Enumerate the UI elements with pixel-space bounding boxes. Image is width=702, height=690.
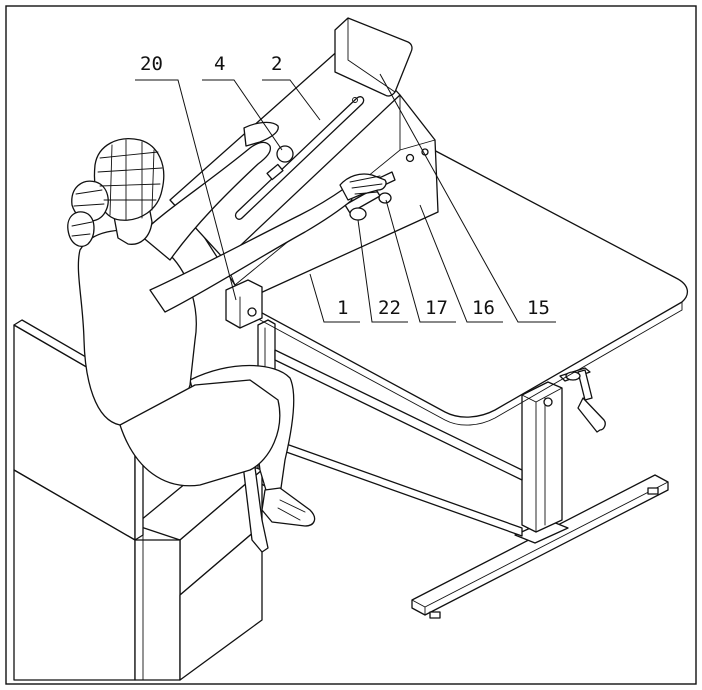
label-17: 17 bbox=[425, 297, 448, 319]
label-2: 2 bbox=[271, 53, 282, 75]
label-15: 15 bbox=[527, 297, 550, 319]
reference-labels: 20 4 2 1 22 17 16 15 bbox=[135, 53, 556, 323]
label-16: 16 bbox=[472, 297, 495, 319]
drawing-frame bbox=[5, 5, 697, 685]
seated-person bbox=[67, 121, 387, 553]
label-22: 22 bbox=[378, 297, 401, 319]
label-20: 20 bbox=[140, 53, 163, 75]
label-1: 1 bbox=[337, 297, 348, 319]
label-4: 4 bbox=[214, 53, 225, 75]
table-base bbox=[257, 319, 669, 619]
